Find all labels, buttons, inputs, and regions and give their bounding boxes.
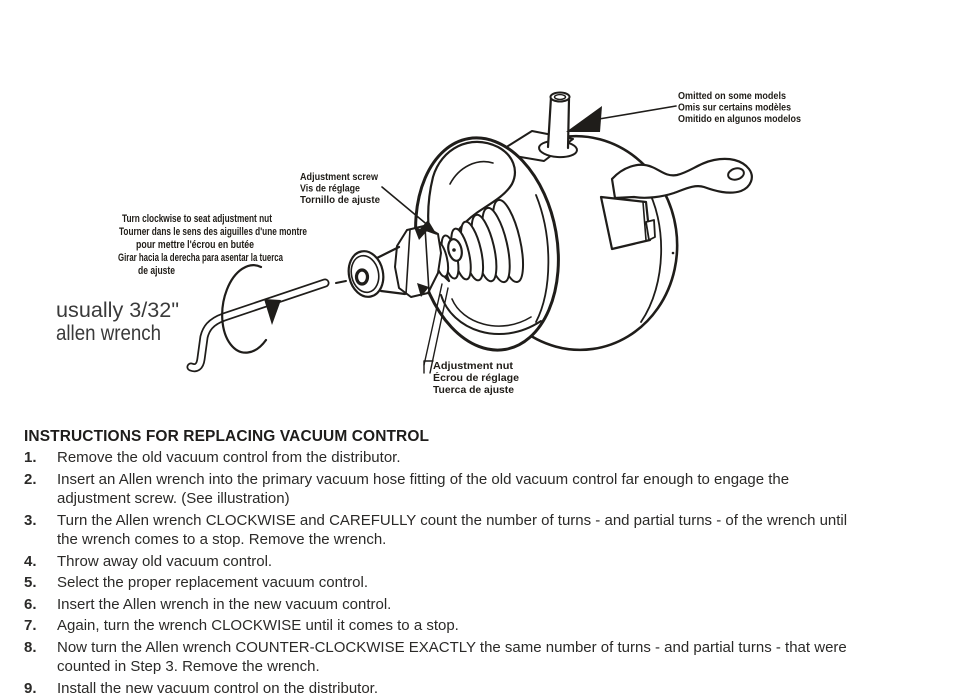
- step-text: Now turn the Allen wrench COUNTER-CLOCKW…: [57, 638, 847, 676]
- arm-hole: [727, 167, 745, 181]
- step-number: 8.: [24, 638, 37, 656]
- adjustment-nut-leader: [423, 283, 449, 374]
- step-text: Turn the Allen wrench CLOCKWISE and CARE…: [57, 511, 848, 549]
- print-speck: [671, 251, 675, 255]
- label-line: de ajuste: [138, 265, 175, 277]
- instruction-step-5: 5. Select the proper replacement vacuum …: [24, 573, 936, 593]
- omitted-leader: [566, 105, 677, 132]
- step-text: Select the proper replacement vacuum con…: [57, 574, 368, 591]
- instruction-step-9: 9. Install the new vacuum control on the…: [24, 679, 936, 698]
- step-number: 1.: [24, 449, 37, 466]
- label-allen-wrench-note: usually 3/32" allen wrench: [56, 299, 179, 345]
- step-number: 2.: [24, 470, 37, 488]
- step-number: 3.: [24, 511, 37, 529]
- instruction-step-4: 4. Throw away old vacuum control.: [24, 552, 936, 572]
- label-line: usually 3/32": [56, 299, 179, 322]
- adjustment-screw-arrow-icon: [420, 220, 437, 235]
- vacuum-control-diagram: Omitted on some models Omis sur certains…: [56, 90, 801, 396]
- mounting-arm: [610, 157, 753, 200]
- instructions-section: INSTRUCTIONS FOR REPLACING VACUUM CONTRO…: [24, 427, 936, 698]
- label-line: Vis de réglage: [300, 183, 360, 195]
- label-line: Tuerca de ajuste: [433, 384, 514, 396]
- instructions-heading: INSTRUCTIONS FOR REPLACING VACUUM CONTRO…: [24, 428, 430, 445]
- step-text: Again, turn the wrench CLOCKWISE until i…: [57, 617, 459, 634]
- instruction-step-6: 6. Insert the Allen wrench in the new va…: [24, 595, 936, 615]
- instruction-step-8: 8. Now turn the Allen wrench COUNTER-CLO…: [24, 638, 936, 677]
- step-number: 6.: [24, 595, 37, 613]
- vacuum-hose-fitting-boss: [335, 245, 407, 298]
- label-line: Adjustment nut: [433, 360, 514, 372]
- rotation-arrow-icon: [221, 264, 281, 354]
- step-number: 9.: [24, 679, 37, 697]
- adjustment-screw-leader: [381, 186, 437, 235]
- label-line: Girar hacia la derecha para asentar la t…: [118, 252, 284, 264]
- axis-dash: [335, 280, 347, 284]
- label-line: Adjustment screw: [300, 171, 379, 183]
- step-text: Insert the Allen wrench in the new vacuu…: [57, 595, 392, 613]
- step-text: Install the new vacuum control on the di…: [57, 679, 379, 697]
- label-line: Omitted on some models: [678, 90, 786, 102]
- label-line: allen wrench: [56, 322, 161, 345]
- mounting-bracket: [599, 195, 656, 251]
- label-adjustment-nut: Adjustment nut Écrou de réglage Tuerca d…: [433, 360, 519, 396]
- label-line: Omis sur certains modèles: [678, 102, 791, 114]
- label-turn-clockwise: Turn clockwise to seat adjustment nut To…: [118, 213, 307, 277]
- label-line: Tornillo de ajuste: [300, 194, 380, 206]
- omitted-arrow-icon: [566, 106, 602, 132]
- allen-wrench: [186, 278, 330, 373]
- step-number: 4.: [24, 552, 37, 570]
- step-text: Remove the old vacuum control from the d…: [57, 449, 401, 466]
- label-line: Tourner dans le sens des aiguilles d'une…: [119, 226, 307, 238]
- label-omitted-on-some-models: Omitted on some models Omis sur certains…: [678, 90, 801, 125]
- adjustment-nut-hex: [394, 225, 442, 298]
- label-line: Omitido en algunos modelos: [678, 113, 801, 125]
- label-line: pour mettre l'écrou en butée: [136, 239, 254, 251]
- step-number: 7.: [24, 617, 37, 634]
- label-adjustment-screw: Adjustment screw Vis de réglage Tornillo…: [300, 171, 380, 206]
- instruction-step-2: 2. Insert an Allen wrench into the prima…: [24, 470, 936, 509]
- instruction-step-3: 3. Turn the Allen wrench CLOCKWISE and C…: [24, 511, 936, 550]
- step-text: Throw away old vacuum control.: [57, 552, 273, 570]
- label-line: Écrou de réglage: [433, 371, 519, 384]
- hose-fitting-nipple: [538, 91, 578, 159]
- step-number: 5.: [24, 574, 37, 591]
- hex-socket-bore: [354, 268, 370, 286]
- instruction-step-7: 7. Again, turn the wrench CLOCKWISE unti…: [24, 616, 936, 636]
- label-line: Turn clockwise to seat adjustment nut: [122, 213, 272, 225]
- step-text: Insert an Allen wrench into the primary …: [57, 470, 790, 508]
- instruction-step-1: 1. Remove the old vacuum control from th…: [24, 448, 936, 468]
